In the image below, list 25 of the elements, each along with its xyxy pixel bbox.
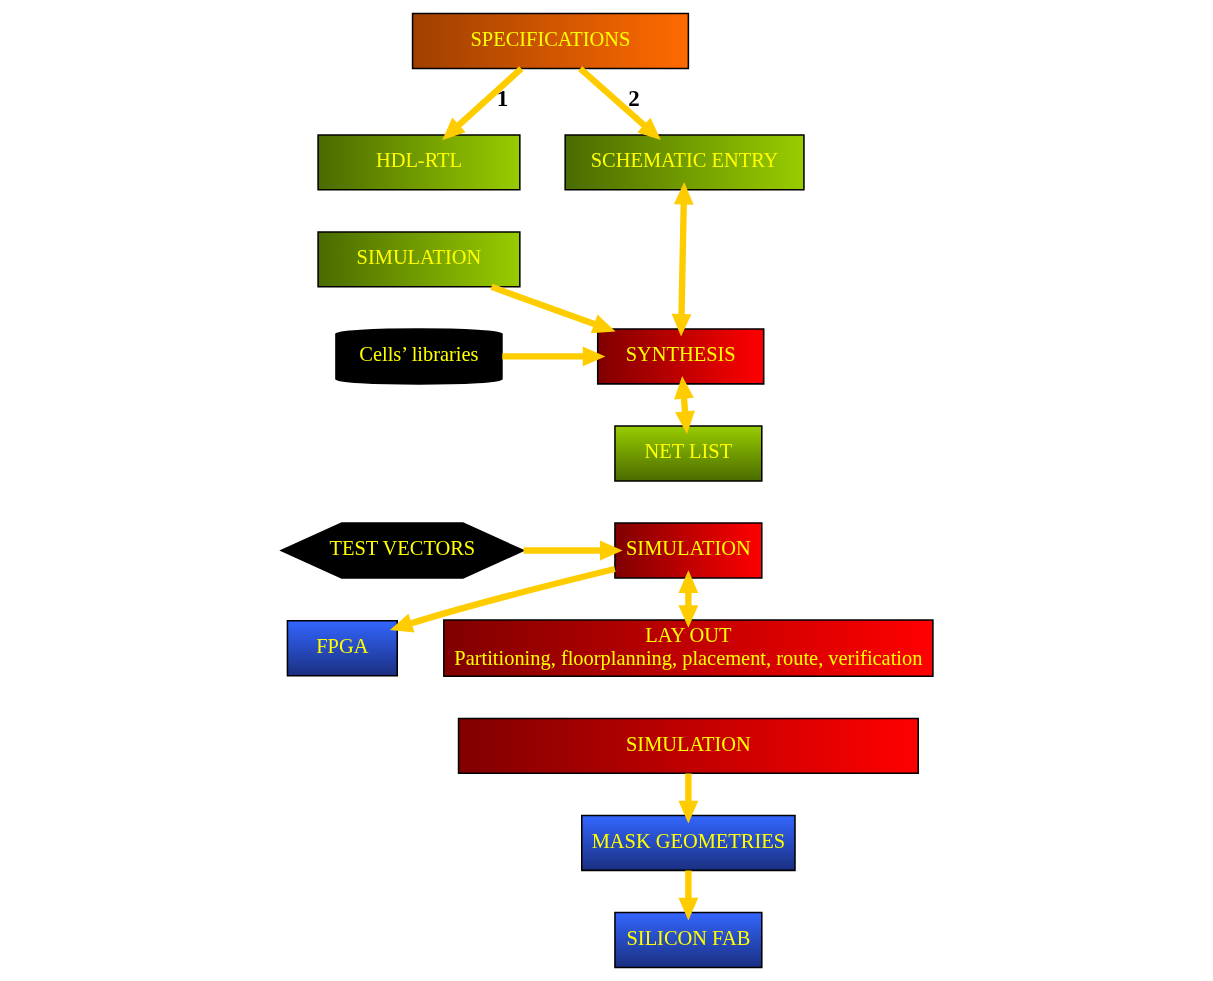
node-box: SIMULATION [613, 522, 763, 579]
node-box: SCHEMATIC ENTRY [563, 134, 805, 191]
node-box: NET LIST [613, 425, 763, 482]
node-box: SYNTHESIS [596, 328, 764, 385]
arrow [523, 540, 623, 561]
arrow [441, 66, 523, 141]
node-box: MASK GEOMETRIES [580, 814, 796, 872]
edge-label: 2 [627, 86, 640, 112]
arrow [671, 181, 694, 337]
arrow [501, 346, 605, 367]
node-box: LAY OUT Partitioning, floorplanning, placement, route, verification [442, 619, 934, 678]
arrow [677, 570, 698, 628]
arrow [389, 565, 616, 633]
node-box: SIMULATION [316, 231, 521, 288]
node-box: FPGA [286, 619, 398, 677]
node-box: HDL-RTL [316, 134, 521, 191]
arrow [677, 773, 698, 824]
arrow [577, 66, 661, 141]
node-box: SIMULATION [457, 717, 919, 775]
arrow [677, 870, 698, 921]
node-box: SILICON FAB [613, 911, 763, 969]
edge-label: 1 [496, 86, 508, 112]
arrow [673, 376, 695, 434]
arrow [489, 283, 615, 334]
node-box: SPECIFICATIONS [411, 12, 689, 70]
